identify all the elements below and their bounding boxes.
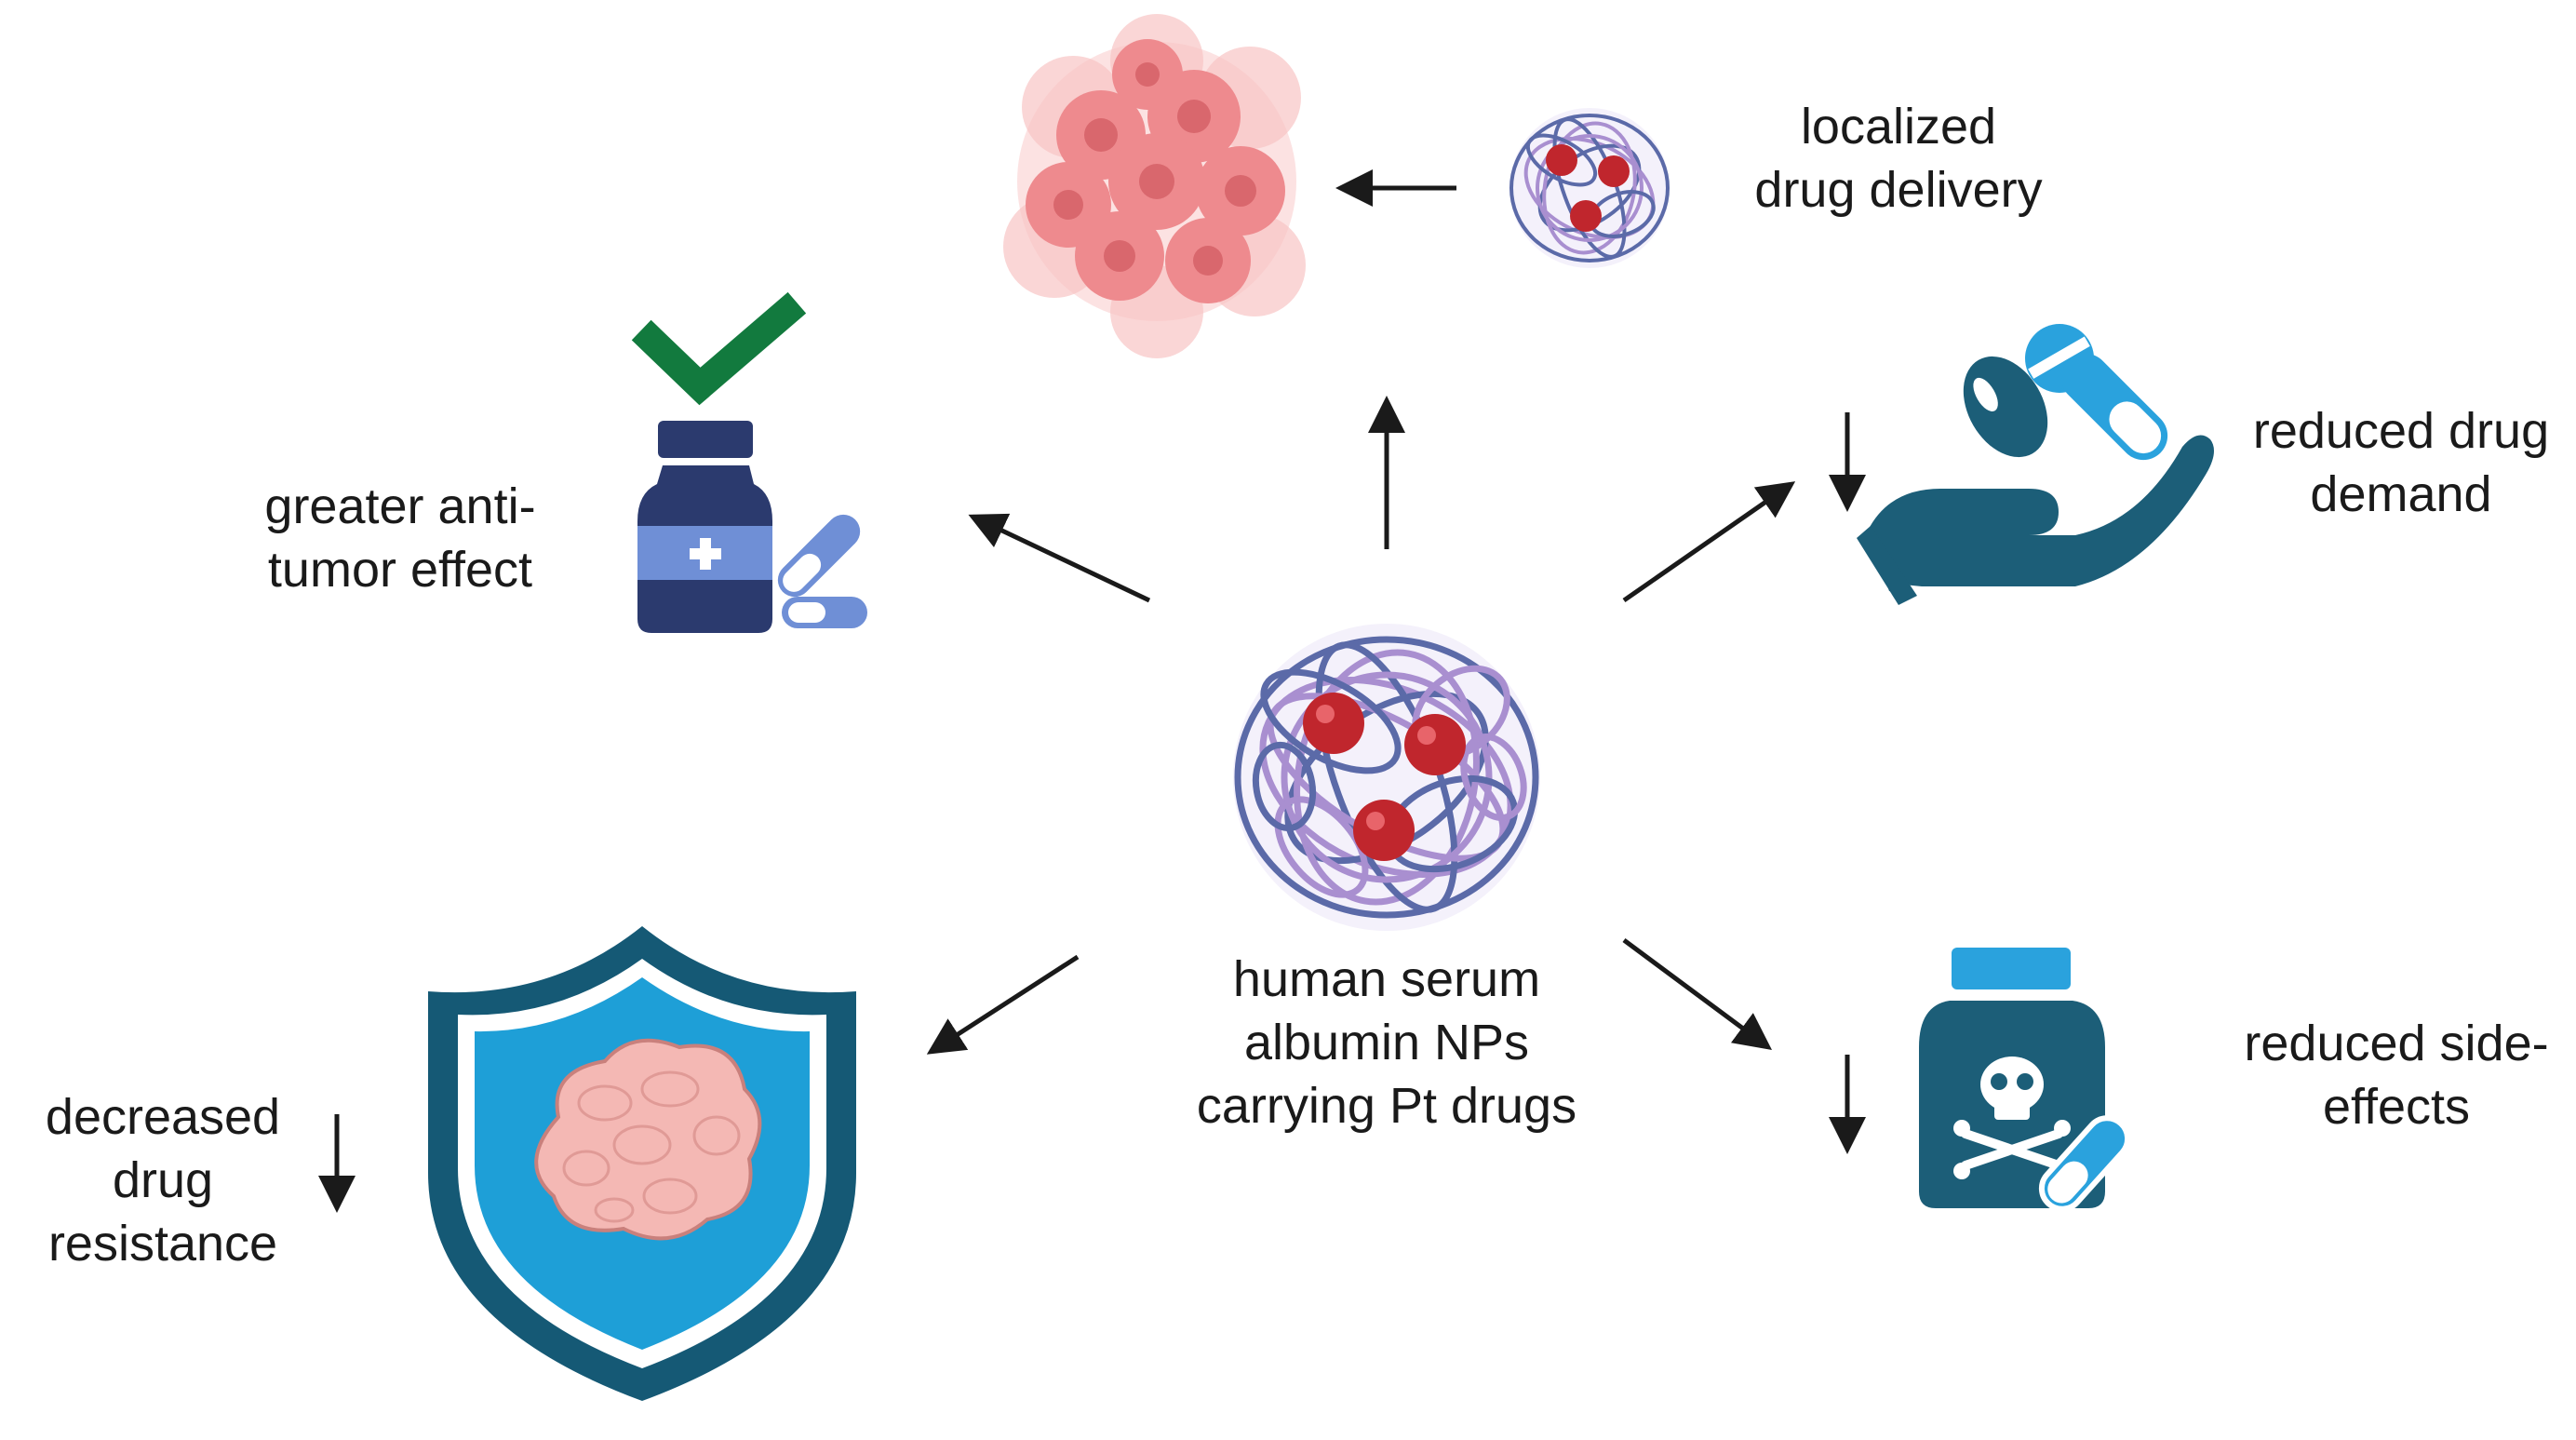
side-effects-label: reduced side- effects [2220, 1012, 2573, 1138]
skull-crossbones-icon [1953, 1056, 2071, 1179]
arrow-to-antitumor [968, 513, 1151, 603]
side-effects-line-1: reduced side- [2244, 1016, 2549, 1071]
tumor-mass-icon [534, 1038, 762, 1241]
antitumor-line-2: tumor effect [267, 542, 533, 598]
antitumor-line-1: greater anti- [264, 478, 536, 534]
pt-drug-particles [1303, 693, 1466, 861]
pill-oval [1963, 356, 2048, 458]
capsules-icon [777, 514, 867, 628]
antitumor-label: greater anti- tumor effect [223, 475, 577, 601]
pill-capsule [2060, 353, 2168, 461]
localized-delivery-line-1: localized [1800, 99, 1997, 155]
hand-with-pills-icon [1857, 324, 2214, 605]
arrow-to-demand [1622, 481, 1796, 603]
drug-resistance-line-1: decreased [45, 1089, 281, 1145]
reduced-demand-label: reduced drug demand [2224, 399, 2576, 526]
arrow-to-resistance [926, 954, 1080, 1055]
capsule-icon [2038, 1115, 2131, 1212]
center-label-line-3: carrying Pt drugs [1196, 1078, 1577, 1134]
arrows [318, 169, 1866, 1213]
localized-delivery-label: localized drug delivery [1703, 95, 2094, 222]
side-effects-line-2: effects [2322, 1079, 2471, 1135]
toxic-bottle-icon [1919, 948, 2131, 1212]
arrow-to-side-effects [1622, 937, 1773, 1050]
albumin-nanoparticle-icon [1233, 624, 1540, 931]
center-label-line-1: human serum [1232, 951, 1541, 1007]
shield-icon [428, 926, 856, 1401]
small-nanoparticle-icon [1509, 108, 1670, 268]
tumor-cells-icon [1003, 14, 1306, 358]
drug-resistance-line-3: resistance [47, 1216, 278, 1272]
reduced-demand-line-1: reduced drug [2252, 403, 2550, 459]
localized-delivery-line-2: drug delivery [1754, 162, 2043, 218]
center-label-line-2: albumin NPs [1243, 1015, 1530, 1070]
center-label: human serum albumin NPs carrying Pt drug… [1107, 948, 1666, 1137]
drug-resistance-line-2: drug [112, 1152, 214, 1208]
reduced-demand-line-2: demand [2310, 466, 2492, 522]
medicine-bottle-icon [637, 421, 772, 633]
drug-resistance-label: decreased drug resistance [19, 1085, 307, 1275]
checkmark-icon [631, 291, 807, 406]
